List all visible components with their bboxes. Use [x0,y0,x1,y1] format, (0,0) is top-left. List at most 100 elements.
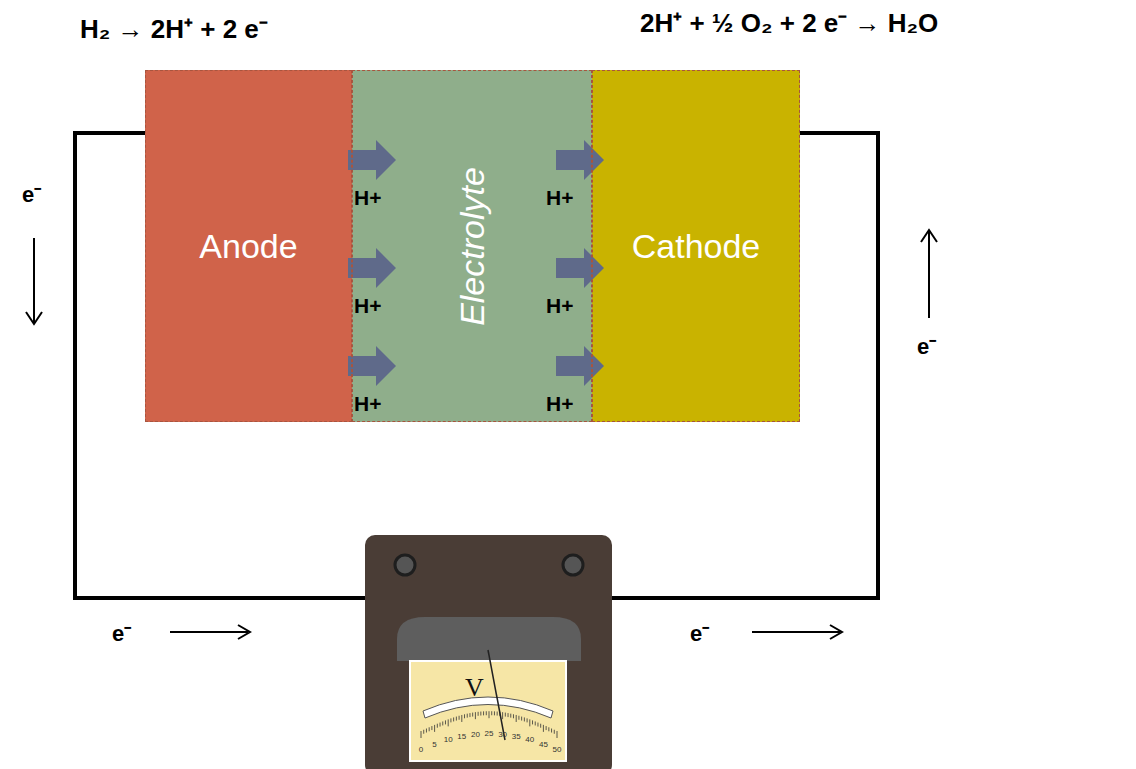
tick [532,720,533,724]
node-label: Anode [199,227,297,266]
proton-label: H+ [546,392,573,416]
meter-ticks [421,711,557,738]
tick [464,714,465,718]
scale-number: 35 [512,732,521,741]
anode-fill [145,70,352,422]
flow-arrow [752,625,842,639]
meter-face [410,661,566,761]
tick [502,712,503,719]
electron-label: e⁻ [22,178,41,208]
proton-arrow [556,140,604,180]
proton-label: H+ [546,294,573,318]
terminal [563,555,583,575]
tick [459,716,460,720]
scale-number: 30 [498,730,507,739]
tick [529,719,530,726]
flow-arrow [170,625,250,639]
proton-arrow [348,346,396,386]
tick [440,723,441,727]
tick [524,717,525,721]
terminal [395,555,415,575]
tick [456,717,457,721]
tick [478,712,479,716]
tick [426,729,427,733]
tick [513,714,514,718]
tick [516,715,517,722]
proton-arrows [348,140,604,386]
tick [540,724,541,728]
scale-number: 15 [457,732,466,741]
proton-label: H+ [546,186,573,210]
electron-label: e⁻ [112,617,131,647]
scale-number: 50 [553,745,562,754]
tick [489,711,490,718]
tick [494,711,495,715]
tick [543,725,544,732]
scale-number: 20 [471,730,480,739]
tick [442,721,443,725]
tick [467,714,468,718]
flow-arrow [26,238,42,324]
tick [551,729,552,733]
scale-number: 0 [419,745,423,754]
scale-number: 5 [432,740,436,749]
tick [429,727,430,731]
tick [508,713,509,717]
electron-label: e⁻ [917,330,936,360]
tick [469,713,470,717]
scale-number: 10 [444,735,453,744]
meter-arc [423,697,553,718]
tick [448,719,449,726]
tick [475,712,476,719]
proton-label: H+ [354,294,381,318]
proton-arrow [556,346,604,386]
scale-number: 45 [539,740,548,749]
tick [472,713,473,717]
tick [497,712,498,716]
tick [505,713,506,717]
tick [421,731,422,738]
meter-unit: V [465,673,484,703]
meter-case [365,535,612,769]
tick [483,711,484,715]
tick [546,726,547,730]
node-label: Electrolyte [452,167,491,326]
flow-arrow [921,230,937,318]
tick [518,716,519,720]
meter-needle [488,650,505,740]
tick [423,730,424,734]
tick [445,720,446,724]
scale-number: 40 [525,735,534,744]
proton-arrow [348,140,396,180]
proton-label: H+ [354,392,381,416]
tick [461,715,462,722]
reaction-equation: 2H⁺ + ½ O₂ + 2 e⁻ → H₂O [640,4,938,40]
cathode-fill [592,70,800,422]
tick [480,712,481,716]
cathode-box: Cathode [592,70,800,422]
tick [548,727,549,731]
proton-arrow [556,248,604,288]
tick [557,731,558,738]
tick [535,721,536,725]
tick [491,711,492,715]
wire [75,133,365,598]
tick [450,718,451,722]
proton-arrow [348,248,396,288]
tick [537,723,538,727]
anode-box: Anode [145,70,352,422]
tick [527,718,528,722]
wire [612,133,878,598]
scale-number: 25 [485,729,494,738]
proton-label: H+ [354,186,381,210]
tick [554,730,555,734]
electrolyte-box: Electrolyte [352,70,592,422]
electron-label: e⁻ [690,617,709,647]
tick [510,714,511,718]
tick [521,717,522,721]
tick [486,711,487,715]
tick [434,725,435,732]
node-label: Cathode [632,227,761,266]
reaction-equation: H₂ → 2H⁺ + 2 e⁻ [80,10,268,46]
tick [431,726,432,730]
